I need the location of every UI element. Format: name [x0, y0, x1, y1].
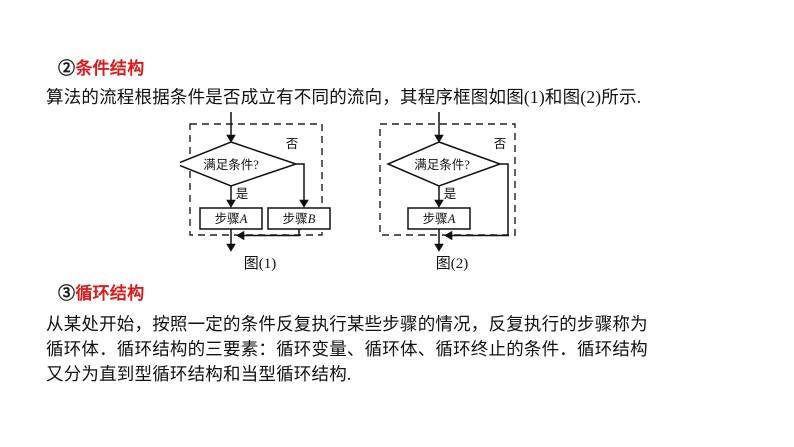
figure-2-no-branch [444, 163, 509, 241]
section-heading-conditional: ②条件结构 [58, 60, 145, 77]
figure-1-dashed-region [189, 123, 323, 236]
loop-paragraph-line-3: 又分为直到型循环结构和当型循环结构. [46, 364, 352, 384]
flowchart-figure-1-svg: 满足条件? 否 是 步骤A 步骤B [180, 112, 331, 252]
figure-1-no-branch [296, 163, 309, 208]
figure-2-no-label: 否 [494, 137, 507, 151]
figure-2-step-a-prefix: 步骤 [423, 212, 448, 226]
figure-1-decision-label: 满足条件? [203, 158, 259, 172]
conditional-structure-paragraph: 算法的流程根据条件是否成立有不同的流向，其程序框图如图(1)和图(2)所示. [46, 87, 642, 107]
flowchart-figure-2: 满足条件? 否 是 步骤A [372, 112, 532, 252]
figure-1-step-b-prefix: 步骤 [283, 212, 308, 226]
figure-1-caption: 图(1) [243, 256, 277, 272]
section-marker-3: ③ [58, 284, 76, 303]
figure-2-step-a-label: 步骤A [423, 212, 456, 226]
section-title-2: 条件结构 [75, 59, 145, 78]
figure-1-step-a-suffix: A [239, 212, 248, 226]
figure-2-caption: 图(2) [435, 256, 469, 272]
figure-1-step-a-prefix: 步骤 [215, 212, 240, 226]
figure-2-step-a-suffix: A [447, 212, 456, 226]
flowchart-figure-1: 满足条件? 否 是 步骤A 步骤B [180, 112, 340, 252]
section-title-3: 循环结构 [75, 284, 145, 303]
figure-1-step-a-label: 步骤A [215, 212, 248, 226]
figure-2-decision-label: 满足条件? [414, 158, 470, 172]
figure-2-yes-label: 是 [444, 187, 457, 201]
loop-paragraph-line-2: 循环体．循环结构的三要素：循环变量、循环体、循环终止的条件．循环结构 [46, 339, 648, 359]
figure-1-merge-path [236, 229, 300, 241]
figure-1-yes-label: 是 [236, 187, 249, 201]
flowchart-figure-2-svg: 满足条件? 否 是 步骤A [379, 112, 516, 252]
figure-1-step-b-suffix: B [308, 212, 316, 226]
figure-1-step-b-label: 步骤B [283, 212, 316, 226]
loop-paragraph-line-1: 从某处开始，按照一定的条件反复执行某些步骤的情况，反复执行的步骤称为 [46, 314, 648, 334]
loop-structure-paragraph: 从某处开始，按照一定的条件反复执行某些步骤的情况，反复执行的步骤称为 循环体．循… [46, 312, 648, 387]
figure-1-no-label: 否 [286, 137, 299, 151]
section-heading-loop: ③循环结构 [58, 285, 145, 302]
section-marker-2: ② [58, 59, 76, 78]
